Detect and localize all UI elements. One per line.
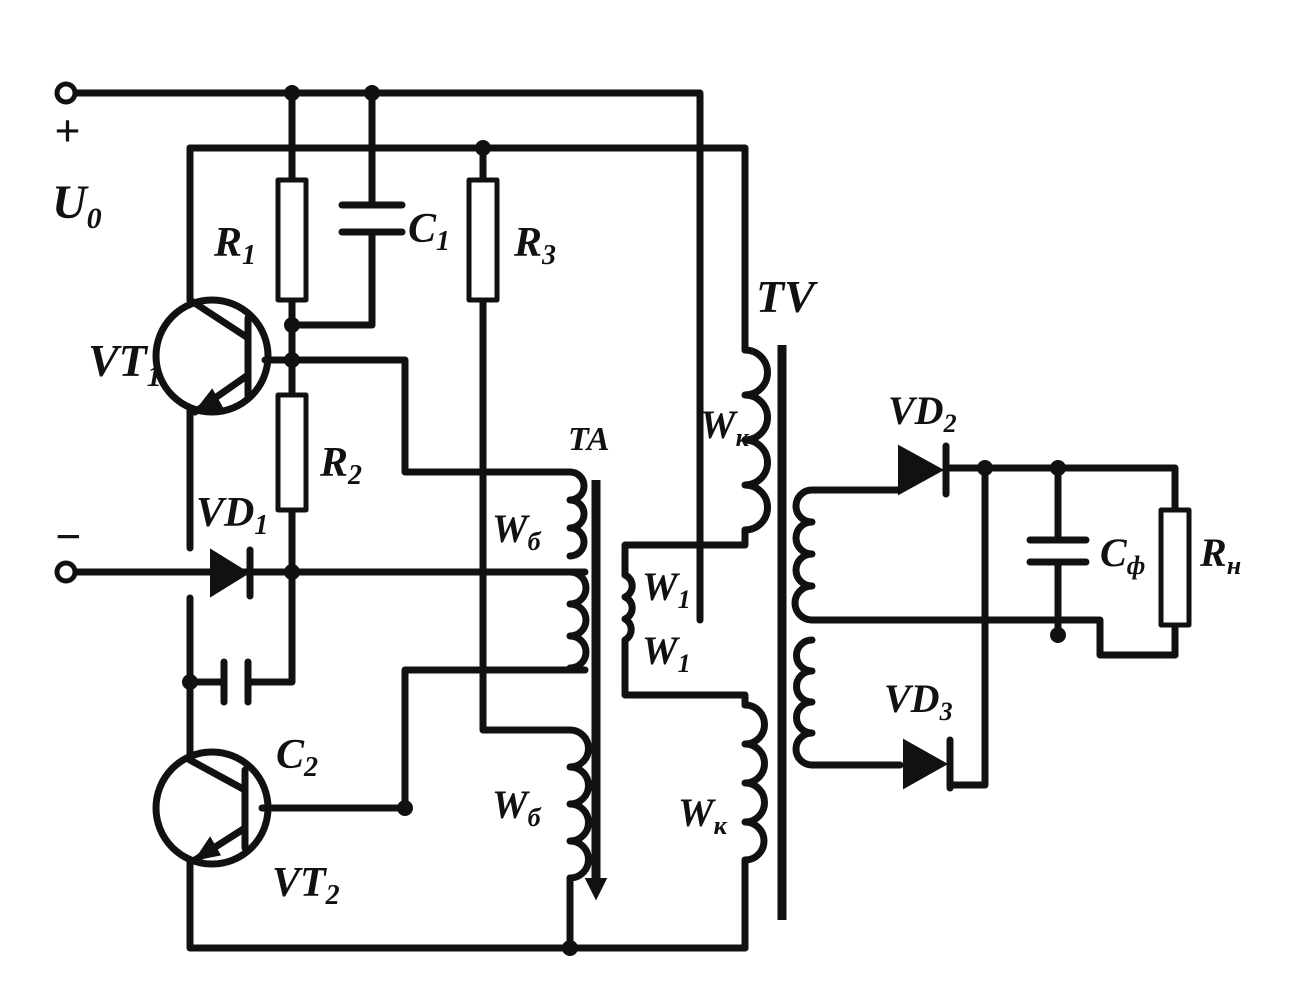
labels: + U0 R1 C1 R3 VT1 R2 VD1 − C2 VT2 TA TV … [52, 105, 1241, 911]
capacitor-cf [1026, 536, 1090, 566]
label-vd3: VD3 [884, 676, 953, 726]
junctions [182, 85, 1066, 956]
input-terminals [54, 81, 78, 584]
diode-vd3 [903, 736, 954, 792]
diode-vd2 [898, 442, 950, 498]
resistor-rn [1158, 507, 1192, 628]
label-r2: R2 [319, 440, 362, 491]
label-wk-prime: Wк [678, 790, 728, 840]
label-w1: W1 [642, 564, 691, 614]
transformer-ta [566, 468, 636, 901]
label-minus: − [54, 511, 82, 562]
label-vt1: VT1 [88, 335, 162, 393]
label-wb-bottom: Wб [492, 782, 542, 832]
label-plus: + [54, 105, 80, 156]
label-vt2: VT2 [272, 860, 340, 911]
label-r3: R3 [513, 220, 556, 271]
capacitor-c2 [220, 658, 252, 706]
label-vd1: VD1 [196, 490, 268, 541]
resistor-r1 [275, 177, 309, 303]
resistor-r2 [275, 392, 309, 513]
label-tv: TV [756, 271, 818, 322]
label-rn: Rн [1199, 530, 1241, 580]
wires [64, 89, 1179, 952]
label-u0: U0 [52, 176, 102, 235]
label-w1-prime: W1 [642, 628, 691, 678]
diode-vd1 [210, 546, 254, 600]
label-ta: TA [568, 421, 610, 458]
label-r1: R1 [213, 220, 256, 271]
capacitor-c1 [338, 201, 406, 236]
label-wb-top: Wб [492, 506, 542, 556]
label-vd2: VD2 [888, 388, 957, 438]
transformer-tv [741, 345, 816, 920]
label-wk: Wк [700, 402, 750, 452]
label-c2: C2 [276, 732, 318, 783]
transistor-vt1 [152, 296, 272, 416]
label-c1: C1 [408, 206, 450, 257]
transistor-vt2 [152, 748, 272, 868]
label-cf: Cф [1100, 530, 1145, 580]
resistor-r3 [466, 177, 500, 303]
